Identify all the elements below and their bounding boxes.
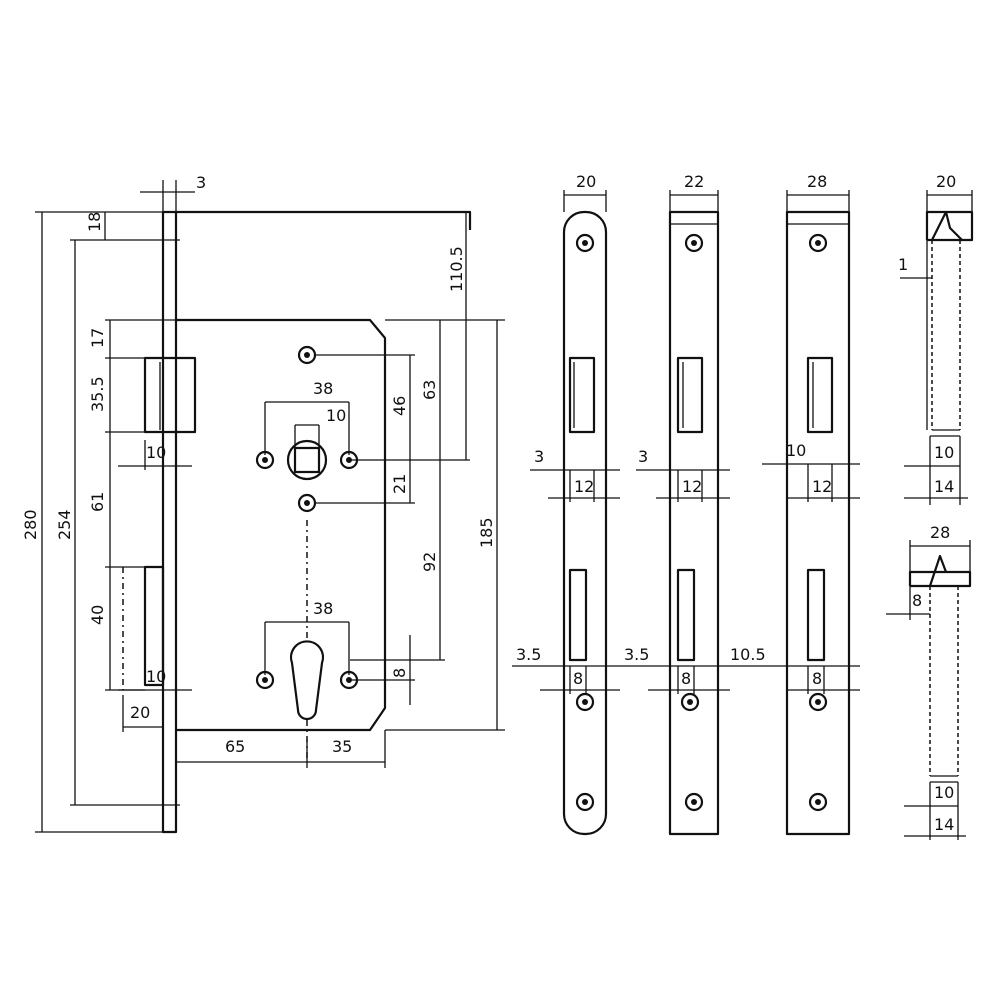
dim-spindle: 10 <box>326 406 346 425</box>
dim-63: 63 <box>420 380 439 400</box>
spread-dimensions <box>176 401 386 768</box>
faceplate-view-22: 22 3 12 3.5 8 <box>620 172 730 836</box>
dim-latch-spacing: 61 <box>88 492 107 512</box>
fp2-bolt-slot <box>676 568 696 662</box>
dim-upper: 17 <box>88 328 107 348</box>
dim-185: 185 <box>477 517 496 548</box>
side2-head <box>908 570 972 588</box>
fp1-offset-b: 3.5 <box>516 645 541 664</box>
dim-total-height: 280 <box>21 509 40 540</box>
side-view-20: 20 1 10 14 <box>898 172 974 505</box>
dim-front-to-cylinder: 35 <box>332 737 352 756</box>
spindle-follower <box>286 439 328 481</box>
faceplate-view-28: 28 10 12 10.5 8 <box>730 172 860 836</box>
side2-inner: 10 <box>934 783 954 802</box>
side2-gap: 8 <box>912 591 922 610</box>
case-top-edge <box>176 210 472 230</box>
fp3-plate <box>785 210 851 836</box>
dim-cylinder-8: 8 <box>390 668 409 678</box>
fp1-plate <box>562 210 608 836</box>
dim-bolt-projection: 10 <box>146 667 166 686</box>
dim-92: 92 <box>420 552 439 572</box>
dim-cylinder-spread: 38 <box>313 599 333 618</box>
fp3-offset-a: 10 <box>786 441 806 460</box>
dim-fixing-distance: 254 <box>55 509 74 540</box>
fp1-bolt-slot <box>568 568 588 662</box>
right-dimensions <box>316 212 505 731</box>
side2-width: 28 <box>930 523 950 542</box>
fp2-latch-slot <box>676 356 704 434</box>
side1-head <box>925 210 974 242</box>
fp1-bolt-width: 8 <box>573 669 583 688</box>
fp3-latch-width: 12 <box>812 477 832 496</box>
side1-outer: 14 <box>934 477 954 496</box>
side1-width: 20 <box>936 172 956 191</box>
dim-handle-spread: 38 <box>313 379 333 398</box>
fp1-latch-slot <box>568 356 596 434</box>
cylinder-cutout <box>289 640 325 721</box>
spindle-square <box>293 446 321 474</box>
fp2-width: 22 <box>684 172 704 191</box>
dim-faceplate-thickness: 3 <box>196 173 206 192</box>
fp3-offset-b: 10.5 <box>730 645 766 664</box>
fp3-bolt-width: 8 <box>812 669 822 688</box>
fp2-bolt-width: 8 <box>681 669 691 688</box>
dead-bolt <box>143 565 165 687</box>
fp2-latch-width: 12 <box>682 477 702 496</box>
fp1-width: 20 <box>576 172 596 191</box>
faceplate-view-20: 20 3 12 3.5 8 <box>512 172 620 836</box>
side2-outer: 14 <box>934 815 954 834</box>
dim-backset: 65 <box>225 737 245 756</box>
fp2-offset-b: 3.5 <box>624 645 649 664</box>
dim-top-offset: 18 <box>85 212 104 232</box>
fp3-bolt-slot <box>806 568 826 662</box>
side1-inner: 10 <box>934 443 954 462</box>
dim-latch-projection: 10 <box>146 443 166 462</box>
left-dimensions <box>35 180 195 833</box>
side1-gap: 1 <box>898 255 908 274</box>
dim-46: 46 <box>390 396 409 416</box>
dim-110-5: 110.5 <box>447 246 466 292</box>
dim-bolt-width: 20 <box>130 703 150 722</box>
lock-case <box>176 318 387 732</box>
lock-front-view: 3 18 280 254 17 35.5 61 40 10 10 20 65 3… <box>21 173 505 834</box>
fp2-plate <box>668 210 720 836</box>
fp1-latch-width: 12 <box>574 477 594 496</box>
fp1-offset-a: 3 <box>534 447 544 466</box>
fp3-latch-slot <box>806 356 834 434</box>
fp2-offset-a: 3 <box>638 447 648 466</box>
side-view-28: 28 8 10 14 <box>886 523 972 840</box>
faceplate-strip <box>161 210 178 834</box>
latch-bolt <box>143 356 197 434</box>
dim-21: 21 <box>390 474 409 494</box>
dim-bolt-height: 40 <box>88 605 107 625</box>
dim-latch-height: 35.5 <box>88 376 107 412</box>
fp3-width: 28 <box>807 172 827 191</box>
